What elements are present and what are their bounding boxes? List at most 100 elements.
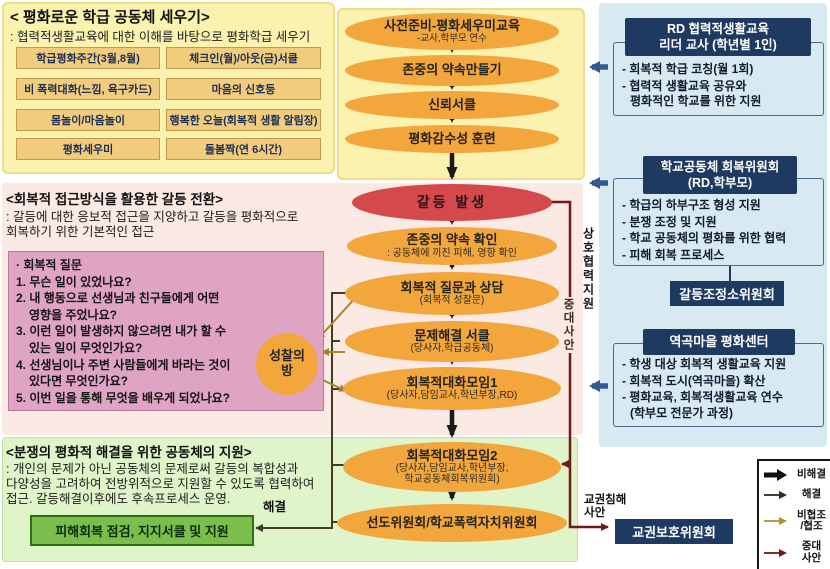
question-line: · 회복적 질문 <box>16 258 82 272</box>
activity-peace-builder: 평화세우미 <box>16 138 160 160</box>
flow-step-conflict: 갈등 발생 <box>352 184 552 221</box>
reflection-room-line1: 성찰의 <box>269 348 305 364</box>
flow-step-7: 회복적 질문과 상담 (회복적 성찰문) <box>345 272 559 315</box>
teacher-rights-board-box: 교권보호위원회 <box>615 519 733 544</box>
rd-leader-body: - 회복적 학급 코칭(월 1회) - 협력적 생활교육 공유와 평화적인 학교… <box>613 42 824 116</box>
flow-step-11-label: 선도위원회/학교폭력자치위원회 <box>366 514 538 530</box>
flow-step-3-label: 신뢰서클 <box>428 96 476 112</box>
legend-box: 비해결 해결 비협조 /협조 중대 <box>757 459 830 569</box>
question-line: 3. 이런 일이 발생하지 않으려면 내가 할 수 <box>16 324 226 339</box>
support-panel-subtitle-3: 접근. 갈등해결이후에도 후속프로세스 운영. <box>6 492 231 506</box>
flow-step-10-label: 회복적대화모임2 <box>406 447 498 463</box>
peace-center-item: (학부모 전문가 과정) <box>630 405 733 420</box>
peace-center-header-line1: 역곡마을 평화센터 <box>669 333 769 349</box>
flow-step-9: 회복적대화모임1 (당사자,담임교사,학년부장,RD) <box>343 367 561 410</box>
activity-checkin-circle: 체크인(월)/아웃(금)서클 <box>166 47 321 69</box>
rd-leader-header-line2: 리더 교사 (학년별 1인) <box>659 38 777 52</box>
question-line: 2. 내 행동으로 선생님과 친구들에게 어떤 <box>16 291 220 306</box>
legend-label-serious: 중대 사안 <box>790 541 830 565</box>
thick-black-arrow-icon <box>764 469 787 482</box>
flow-step-6-label: 존중의 약속 확인 <box>406 232 498 248</box>
flow-step-10: 회복적대화모임2 (당사자,담임교사,학년부장, 학교공동체회복위원회) <box>343 442 561 492</box>
class-community-subtitle: : 협력적생활교육에 대한 이해를 바탕으로 평화학급 세우기 <box>10 30 311 44</box>
rd-leader-header-line1: RD 협력적생활교육 <box>666 21 770 36</box>
legend-label-noncoop: 비협조 /협조 <box>790 508 830 534</box>
question-line: 5. 이번 일을 통해 무엇을 배우게 되었나요? <box>16 390 230 405</box>
flow-step-10-sub: (당사자,담임교사,학년부장, <box>395 463 509 475</box>
recovery-committee-item: - 학교 공동체의 평화를 위한 협력 <box>622 231 787 245</box>
peace-center-item: - 평화교육, 회복적생활교육 연수 <box>622 390 783 404</box>
question-line: 있다면 무엇인가요? <box>29 374 128 389</box>
reflection-room-line2: 방 <box>281 363 293 378</box>
flow-step-conflict-label: 갈등 발생 <box>416 193 488 210</box>
activity-care-buddy: 돌봄짝(연 6시간) <box>166 138 321 160</box>
teacher-rights-label-line1: 교권침해 <box>584 494 627 506</box>
activity-mind-signal: 마음의 신호등 <box>166 78 321 100</box>
flow-step-1-label: 사전준비-평화세우미교육 <box>384 18 520 33</box>
maroon-arrow-icon <box>764 549 787 558</box>
flow-step-4-label: 평화감수성 훈련 <box>408 130 496 146</box>
peace-center-item: - 학생 대상 회복적 생활교육 지원 <box>622 357 787 371</box>
activity-happy-today: 행복한 오늘(회복적 생활 알림장) <box>166 109 321 131</box>
flow-step-7-sub: (회복적 성찰문) <box>419 295 485 307</box>
flow-step-8-label: 문제해결 서클 <box>414 327 490 343</box>
flow-step-2-label: 존중의 약속만들기 <box>402 62 502 78</box>
mutual-support-label: 상호협력지원 <box>581 227 595 311</box>
recovery-committee-header-line1: 학교공동체 회복위원회 <box>660 159 780 174</box>
flow-step-1-sub: -교사,학부모 연수 <box>417 32 487 44</box>
rd-leader-item: - 협력적 생활교육 공유와 <box>622 78 747 93</box>
support-panel-subtitle-1: : 개인의 문제가 아닌 공동체의 문제로써 갈등의 복합성과 <box>6 462 299 476</box>
recovery-committee-item: - 피해 회복 프로세스 <box>622 247 725 262</box>
question-line: 1. 무슨 일이 있었나요? <box>16 274 132 289</box>
legend-label-unresolved: 비해결 <box>797 468 826 481</box>
peace-center-header: 역곡마을 평화센터 <box>643 329 795 355</box>
activity-peace-week: 학급평화주간(3월,8월) <box>16 47 160 69</box>
thin-dark-arrow-icon <box>764 491 787 500</box>
reflection-room-circle: 성찰의 방 <box>256 333 318 395</box>
class-community-title: < 평화로운 학급 공동체 세우기> <box>10 9 210 26</box>
recovery-committee-item: - 학급의 하부구조 형성 지원 <box>622 198 761 212</box>
conflict-panel-title: <회복적 접근방식을 활용한 갈등 전환> <box>6 192 224 207</box>
flow-step-9-label: 회복적대화모임1 <box>406 374 498 390</box>
recovery-committee-body: - 학급의 하부구조 형성 지원 - 분쟁 조정 및 지원 - 학교 공동체의 … <box>613 178 824 266</box>
peace-center-item: - 회복적 도시(역곡마을) 확산 <box>622 373 766 388</box>
flow-step-10-sub2: 학교공동체회복위원회) <box>404 474 500 486</box>
legend-label-noncoop-line2: /협조 <box>800 520 823 533</box>
legend-label-noncoop-line1: 비협조 <box>797 508 826 521</box>
flow-step-7-label: 회복적 질문과 상담 <box>400 279 504 295</box>
question-line: 4. 선생님이나 주변 사람들에게 바라는 것이 <box>16 357 231 372</box>
recovery-committee-header: 학교공동체 회복위원회 (RD,학부모) <box>643 156 797 194</box>
question-line: 영향을 주었나요? <box>29 307 117 322</box>
legend-row-serious: 중대 사안 <box>763 541 830 565</box>
recovery-committee-item: - 분쟁 조정 및 지원 <box>622 214 717 229</box>
flow-step-6-sub: : 공동체에 끼친 피해, 영향 확인 <box>387 247 517 259</box>
legend-row-unresolved: 비해결 <box>763 468 830 482</box>
legend-label-resolved: 해결 <box>801 488 822 501</box>
serious-case-label: 중대사안 <box>560 297 576 353</box>
flow-step-6: 존중의 약속 확인 : 공동체에 끼친 피해, 영향 확인 <box>347 227 557 265</box>
mediation-subcommittee-box: 갈등조정소위원회 <box>670 281 784 306</box>
flow-step-4: 평화감수성 훈련 <box>345 125 559 153</box>
flow-step-9-sub: (당사자,담임교사,학년부장,RD) <box>386 390 518 402</box>
flow-step-1: 사전준비-평화세우미교육 -교사,학부모 연수 <box>345 13 559 50</box>
teacher-rights-label-line2: 사안 <box>584 507 606 519</box>
resolved-label: 해결 <box>263 500 287 514</box>
flow-step-11: 선도위원회/학교폭력자치위원회 <box>337 504 567 542</box>
support-panel-subtitle-2: 다양성을 고려하여 전방위적으로 지원할 수 있도록 협력하여 <box>6 477 315 491</box>
legend-row-noncoop: 비협조 /협조 <box>763 508 830 534</box>
recovery-committee-header-line2: (RD,학부모) <box>687 176 753 190</box>
victim-recovery-box: 피해회복 점검, 지지서클 및 지원 <box>30 515 254 546</box>
flow-step-8-sub: (당사자,학급공동체) <box>410 343 494 355</box>
conflict-panel-subtitle-1: : 갈등에 대한 응보적 접근을 지양하고 갈등을 평화적으로 <box>6 210 299 224</box>
question-line: 있는 일이 무엇인가요? <box>29 340 143 355</box>
legend-row-resolved: 해결 <box>763 489 830 501</box>
rd-leader-item: - 회복적 학급 코칭(월 1회) <box>622 62 754 76</box>
activity-nvc-dialogue: 비 폭력대화(느낌, 욕구카드) <box>16 78 160 100</box>
flow-step-8: 문제해결 서클 (당사자,학급공동체) <box>345 321 559 362</box>
panel-support-orgs <box>599 3 827 447</box>
peace-center-body: - 학생 대상 회복적 생활교육 지원 - 회복적 도시(역곡마을) 확산 - … <box>613 343 824 427</box>
legend-label-serious-line2: 사안 <box>801 552 822 565</box>
rd-leader-header: RD 협력적생활교육 리더 교사 (학년별 1인) <box>625 18 811 56</box>
support-panel-title: <분쟁의 평화적 해결을 위한 공동체의 지원> <box>6 445 252 460</box>
